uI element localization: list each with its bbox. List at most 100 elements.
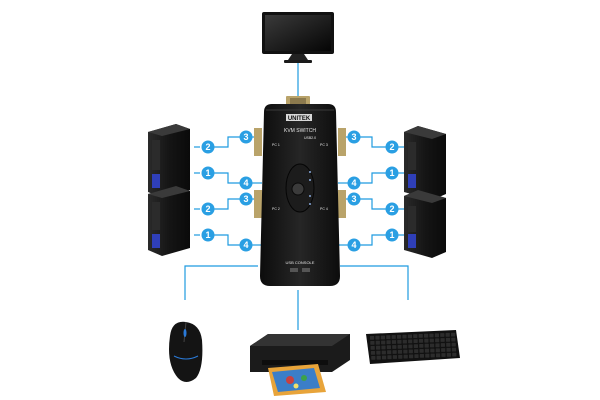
keyboard-key <box>413 334 418 338</box>
keyboard-key <box>407 334 412 339</box>
keyboard-key <box>452 352 457 357</box>
mouse-icon <box>169 321 203 382</box>
keyboard-key <box>402 339 407 344</box>
brand-badge <box>286 114 312 121</box>
keyboard-key <box>382 355 387 360</box>
badge-right-bottom-a <box>347 192 361 206</box>
badge-left-top-b <box>201 166 215 180</box>
keyboard-key <box>371 356 376 360</box>
keyboard-key <box>376 345 381 350</box>
computer-icon <box>404 126 446 200</box>
keyboard-key <box>435 343 440 348</box>
keyboard-key <box>397 339 402 344</box>
keyboard-key <box>397 344 402 349</box>
keyboard-key <box>381 350 386 355</box>
badge-right-bottom-b <box>347 238 361 252</box>
keyboard-key <box>370 351 376 355</box>
keyboard-key <box>403 349 408 354</box>
keyboard-key <box>424 343 429 348</box>
monitor-icon <box>262 12 334 63</box>
keyboard-key <box>451 342 456 347</box>
keyboard-key <box>451 332 456 337</box>
keyboard-key <box>387 355 392 360</box>
badge-label: 1 <box>389 168 394 178</box>
keyboard-key <box>429 338 434 343</box>
keyboard-key <box>392 350 397 354</box>
keyboard-key <box>418 339 424 343</box>
badge-right-top-b <box>347 176 361 190</box>
port-label: PC 1 <box>272 143 280 147</box>
console-label: USB CONSOLE <box>286 260 315 265</box>
keyboard-key <box>418 334 423 338</box>
keyboard-key <box>409 354 414 359</box>
vga-connector-left-1 <box>254 128 262 156</box>
keyboard-key <box>440 343 445 347</box>
keyboard-key <box>413 344 418 348</box>
keyboard-key <box>391 340 397 344</box>
keyboard-key <box>370 341 375 345</box>
keyboard-key <box>425 353 430 358</box>
keyboard-key <box>446 342 451 347</box>
keyboard-key <box>408 349 413 354</box>
keyboard-key <box>392 345 397 349</box>
switch-subtitle: USB2.0 <box>304 136 316 140</box>
keyboard-key <box>397 334 402 339</box>
keyboard-key <box>436 353 441 358</box>
badge-left-bottom-c <box>239 192 253 206</box>
badge-label: 4 <box>243 178 248 188</box>
badge-label: 3 <box>243 132 248 142</box>
keyboard-key <box>440 333 445 337</box>
keyboard-key <box>370 346 375 350</box>
badge-left-bottom-b <box>201 228 215 242</box>
port-label: PC 2 <box>272 207 280 211</box>
computer-icon <box>404 190 446 258</box>
keyboard-key <box>402 334 407 339</box>
keyboard-key <box>408 339 413 344</box>
keyboard-key <box>434 333 439 338</box>
keyboard-key <box>419 344 424 348</box>
computer-icon <box>148 124 190 198</box>
keyboard-key <box>451 337 456 342</box>
connector-badges: 2 1 3 4 2 1 3 4 3 4 2 1 3 4 2 1 <box>201 130 399 252</box>
vga-connector-right-2 <box>338 190 346 218</box>
badge-label: 3 <box>351 132 356 142</box>
badge-left-bottom-d <box>239 238 253 252</box>
keyboard-key <box>441 353 446 357</box>
badge-label: 2 <box>205 204 210 214</box>
keyboard-key <box>403 344 408 349</box>
badge-label: 3 <box>351 194 356 204</box>
keyboard-key <box>375 340 380 345</box>
printer-icon <box>250 334 350 396</box>
keyboard-key <box>398 354 403 359</box>
keyboard-key <box>446 352 451 357</box>
keyboard-key <box>392 355 397 359</box>
keyboard-key <box>430 348 435 353</box>
badge-right-top-d <box>385 166 399 180</box>
badge-right-top-a <box>347 130 361 144</box>
keyboard-icon <box>366 330 460 364</box>
badge-label: 2 <box>389 204 394 214</box>
switch-title: KVM SWITCH <box>284 128 316 134</box>
kvm-switch-device: UNITEK KVM SWITCH USB2.0 PC 1 PC 2 PC 3 … <box>254 96 346 286</box>
keyboard-key <box>445 332 450 337</box>
keyboard-key <box>381 345 386 350</box>
keyboard-key <box>446 347 451 352</box>
badge-label: 1 <box>205 230 210 240</box>
keyboard-key <box>375 335 380 340</box>
keyboard-key <box>408 344 413 349</box>
badge-right-bottom-d <box>385 228 399 242</box>
keyboard-key <box>445 337 451 342</box>
switch-button-icon <box>291 182 305 196</box>
badge-left-top-d <box>239 176 253 190</box>
badge-label: 2 <box>389 142 394 152</box>
badge-label: 4 <box>351 240 356 250</box>
keyboard-key <box>414 354 419 358</box>
keyboard-key <box>435 348 440 353</box>
keyboard-key <box>419 349 424 353</box>
keyboard-key <box>380 335 385 340</box>
badge-label: 1 <box>205 168 210 178</box>
brand-text: UNITEK <box>288 116 311 122</box>
keyboard-key <box>376 350 381 355</box>
keyboard-key <box>370 336 375 340</box>
